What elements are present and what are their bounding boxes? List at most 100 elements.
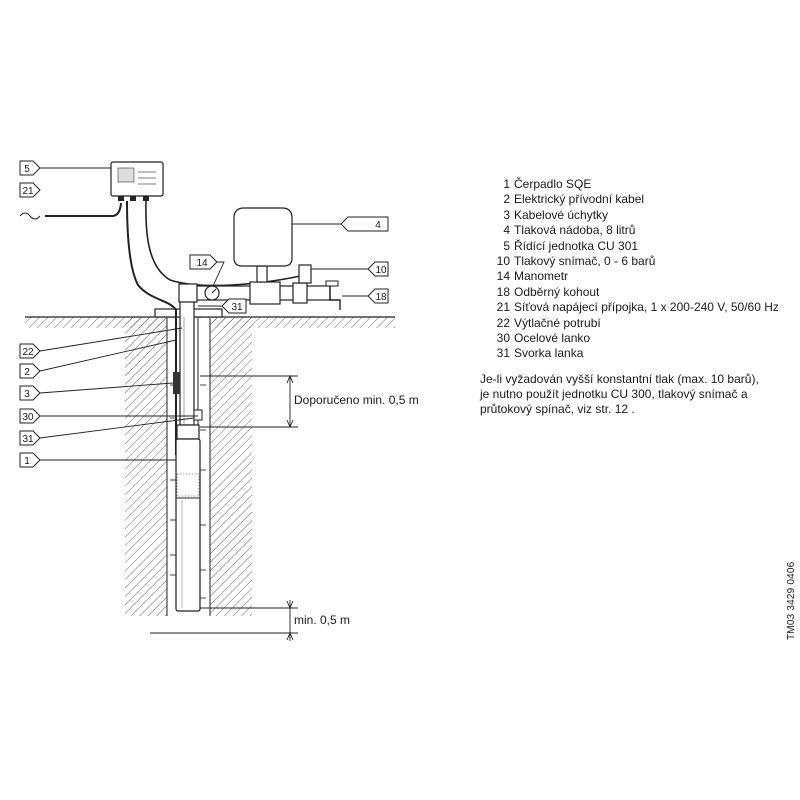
legend-item-number: 10 <box>496 254 510 269</box>
legend-item-number: 22 <box>496 315 510 330</box>
callout-1: 1 <box>19 452 41 468</box>
callout-5: 5 <box>19 160 41 176</box>
leader-22 <box>39 327 183 352</box>
pressure-sensor <box>298 264 312 284</box>
callout-21: 21 <box>19 182 41 198</box>
legend-item-label: Odběrný kohout <box>514 284 600 299</box>
mains-cable-21 <box>45 202 122 217</box>
ground <box>25 316 395 634</box>
legend-item: 10 Tlakový snímač, 0 - 6 barů <box>480 254 779 269</box>
pump-cable-from-control <box>126 200 177 317</box>
tap <box>329 286 341 310</box>
ac-symbol <box>19 212 41 220</box>
svg-text:31: 31 <box>231 302 243 313</box>
legend-item-label: Výtlačné potrubí <box>514 315 601 330</box>
legend-item: 3 Kabelové úchytky <box>480 208 779 223</box>
legend-item-label: Kabelové úchytky <box>514 207 609 222</box>
leader-31 <box>39 417 195 439</box>
sensor-cable <box>145 200 306 287</box>
legend-item-label: Řídící jednotka CU 301 <box>514 238 639 253</box>
callout-30: 30 <box>19 408 41 424</box>
riser-pipe <box>154 294 223 426</box>
legend-item: 14 Manometr <box>480 269 779 284</box>
legend-item: 31 Svorka lanka <box>480 346 779 361</box>
svg-text:18: 18 <box>375 292 387 303</box>
callout-10: 10 <box>367 261 389 277</box>
callout-31-top: 31 <box>221 298 247 314</box>
legend-item-label: Ocelové lanko <box>514 331 591 346</box>
legend-item-number: 14 <box>496 269 510 284</box>
svg-text:22: 22 <box>22 347 34 358</box>
legend-item-label: Manometr <box>514 269 569 284</box>
legend-item: 1 Čerpadlo SQE <box>480 177 779 192</box>
pressure-tank-body <box>233 207 293 267</box>
legend-item-number: 18 <box>496 284 510 299</box>
legend-item: 30 Ocelové lanko <box>480 331 779 346</box>
dimension-label-bottom: min. 0,5 m <box>294 613 350 627</box>
svg-text:1: 1 <box>24 456 30 467</box>
discharge-pipe <box>178 264 341 310</box>
legend-item-number: 5 <box>503 238 510 253</box>
note-line: je nutno použít jednotku CU 300, tlakový… <box>480 387 748 401</box>
legend-item: 18 Odběrný kohout <box>480 285 779 300</box>
elbow <box>178 283 198 303</box>
well-wall-left <box>125 318 167 616</box>
legend-item-number: 3 <box>503 207 510 222</box>
svg-text:10: 10 <box>375 265 387 276</box>
legend-item-label: Čerpadlo SQE <box>514 177 592 191</box>
legend-item-label: Elektrický přívodní kabel <box>514 192 645 207</box>
legend-item-number: 1 <box>503 177 510 191</box>
riser-pipe-tube <box>179 294 195 426</box>
svg-text:14: 14 <box>196 258 208 269</box>
legend-item: 22 Výtlačné potrubí <box>480 316 779 331</box>
legend-item: 2 Elektrický přívodní kabel <box>480 192 779 207</box>
dimension-bottom <box>200 600 298 641</box>
pressure-tank <box>233 207 293 267</box>
svg-text:5: 5 <box>24 164 30 175</box>
legend-item-label: Svorka lanka <box>514 346 584 361</box>
legend-item-number: 4 <box>503 223 510 238</box>
control-unit-cu301 <box>110 161 164 201</box>
legend-item: 4 Tlaková nádoba, 8 litrů <box>480 223 779 238</box>
pump-top-coupling <box>176 424 200 440</box>
wire-rope-clamp-31 <box>193 409 203 421</box>
legend-item-label: Tlaková nádoba, 8 litrů <box>514 223 636 238</box>
dimension-label-recommended: Doporučeno min. 0,5 m <box>294 393 419 407</box>
legend-item-label: Tlakový snímač, 0 - 6 barů <box>514 254 656 269</box>
callout-18: 18 <box>367 288 389 304</box>
leader-14 <box>212 261 225 287</box>
well-wall-right <box>210 318 252 616</box>
callout-2: 2 <box>19 363 41 379</box>
pump-intake-screen <box>176 473 200 497</box>
cable-clip-3 <box>173 372 180 394</box>
legend-item-number: 2 <box>503 192 510 207</box>
note: Je-li vyžadován vyšší konstantní tlak (m… <box>480 372 780 417</box>
legend-item-number: 31 <box>496 346 510 361</box>
control-unit-display <box>117 167 135 183</box>
svg-text:4: 4 <box>375 220 381 231</box>
svg-text:31: 31 <box>22 434 34 445</box>
tee-fitting <box>249 281 281 305</box>
svg-text:2: 2 <box>24 367 30 378</box>
drawing-code: TM03 3429 0406 <box>786 561 797 640</box>
pipe-fitting <box>292 282 308 304</box>
note-line: průtokový spínač, viz str. 12 . <box>480 402 635 416</box>
legend-item: 5 Řídící jednotka CU 301 <box>480 239 779 254</box>
leader-3 <box>39 382 174 394</box>
callout-3: 3 <box>19 385 41 401</box>
callout-4: 4 <box>340 216 389 232</box>
callout-22: 22 <box>19 343 41 359</box>
legend: 1 Čerpadlo SQE 2 Elektrický přívodní kabel… <box>480 177 779 362</box>
dimension-recommended <box>200 374 298 429</box>
callout-31: 31 <box>19 430 41 446</box>
svg-text:30: 30 <box>22 412 34 423</box>
tank-neck <box>256 265 268 283</box>
pump-sqe <box>175 424 201 612</box>
legend-item-number: 30 <box>496 331 510 346</box>
callout-14: 14 <box>189 254 218 270</box>
legend-item-label: Síťová napájecí přípojka, 1 x 200-240 V,… <box>514 300 779 315</box>
note-line: Je-li vyžadován vyšší konstantní tlak (m… <box>480 372 759 386</box>
svg-text:3: 3 <box>24 389 30 400</box>
